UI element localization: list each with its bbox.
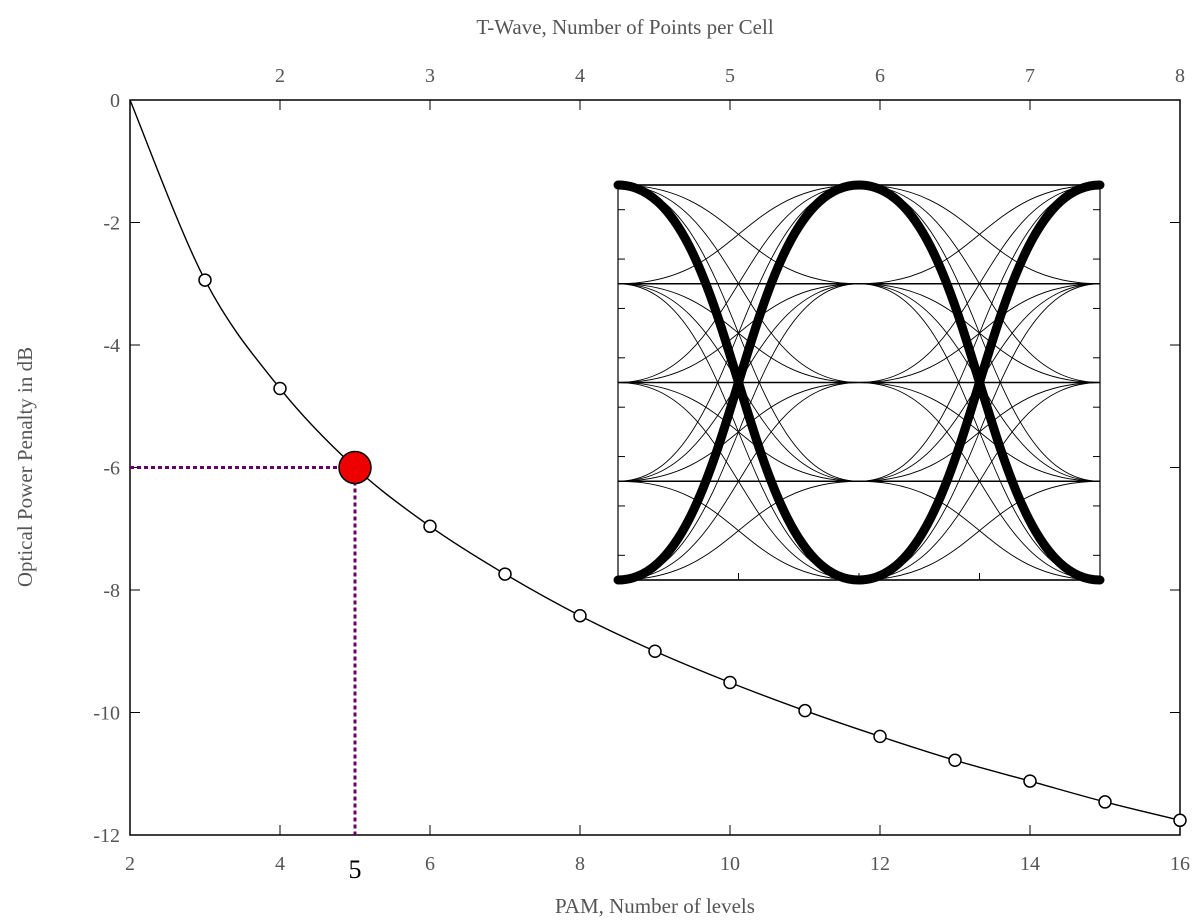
x2-tick-label: 7 [1025,65,1035,87]
y-tick-label: -2 [103,213,120,235]
data-markers [198,273,1187,828]
highlight-point [338,450,372,485]
data-point [798,703,812,718]
eye-trace [617,184,860,285]
penalty-curve [129,99,1181,821]
y-tick-label: -8 [103,580,120,602]
eye-trace [617,184,860,383]
eye-trace [617,184,860,482]
x-tick-label: 6 [425,853,435,875]
x2-tick-label: 4 [575,65,585,87]
data-point [948,753,962,768]
x2-tick-label: 6 [875,65,885,87]
data-point [498,567,512,581]
eye-trace-outer [613,180,864,585]
x2-tick-label: 8 [1175,65,1185,87]
axis-ticks: 2 4 6 8 10 12 14 16 2 3 4 5 6 7 8 0 -2 -4 -6 -8 -10 -12 [93,65,1190,875]
data-point [1173,813,1187,828]
y-axis-title: Optical Power Penalty in dB [13,347,37,587]
y-tick-label: -10 [93,703,120,725]
eye-trace [858,283,1101,581]
data-point [1023,774,1037,788]
data-point [723,675,737,690]
x-tick-label: 12 [870,853,890,875]
eye-trace [858,184,1101,482]
data-point [273,381,287,396]
x-tick-label: 8 [575,853,585,875]
x2-tick-label: 2 [275,65,285,87]
eye-trace [617,382,860,581]
eye-trace [858,480,1101,581]
highlight-marker: 5 [338,450,372,884]
data-point [423,519,437,534]
x-tick-label: 4 [275,853,285,875]
x2-tick-label: 5 [725,65,735,87]
x-tick-label: 14 [1020,853,1040,875]
y-tick-label: -6 [103,458,120,480]
y-tick-label: 0 [110,90,120,112]
highlight-x-label: 5 [349,855,362,884]
x-tick-label: 2 [125,853,135,875]
eye-trace [858,184,1101,285]
eye-trace-outer [854,180,1105,585]
x-tick-label: 10 [720,853,740,875]
data-point [873,729,887,744]
eye-diagram-inset [613,180,1105,585]
x2-tick-label: 3 [425,65,435,87]
eye-trace [617,480,860,581]
data-point [198,273,212,287]
data-point [648,644,662,658]
x2-axis-title: T-Wave, Number of Points per Cell [476,15,773,39]
x-tick-label: 16 [1170,853,1190,875]
highlight-guides [130,466,357,835]
eye-trace [858,184,1101,383]
x-axis-title: PAM, Number of levels [555,894,755,918]
eye-trace [617,283,860,581]
y-tick-label: -4 [103,335,120,357]
data-point [573,608,587,623]
y-tick-label: -12 [93,825,120,847]
data-point [1098,795,1112,809]
eye-trace [858,382,1101,581]
